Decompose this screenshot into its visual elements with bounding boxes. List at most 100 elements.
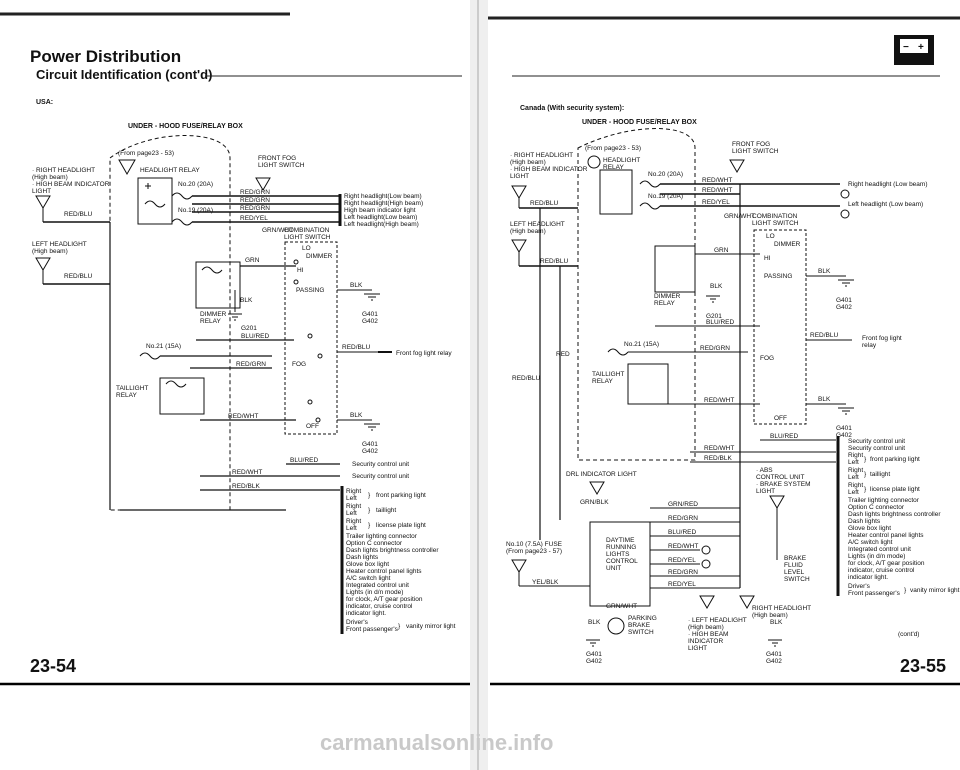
svg-text:indicator, cruise control: indicator, cruise control bbox=[848, 567, 915, 574]
wire-label-red-yel-ca: RED/YEL bbox=[702, 199, 730, 206]
security-2-usa: Security control unit bbox=[352, 473, 409, 480]
svg-text:Right: Right bbox=[346, 518, 361, 525]
fuse-20-symbol-usa bbox=[171, 192, 193, 200]
svg-text:front parking light: front parking light bbox=[870, 456, 920, 463]
left-low-beam-lamp-ca bbox=[840, 209, 850, 219]
off-label-usa: OFF bbox=[306, 423, 319, 430]
svg-text:Dash lights brightness control: Dash lights brightness controller bbox=[848, 511, 941, 518]
wire-label-blk-3: BLK bbox=[350, 412, 363, 419]
svg-text:}: } bbox=[398, 623, 401, 630]
wire-label-red-wht-ca-5: RED/WHT bbox=[668, 543, 698, 550]
svg-text:Left headlight(Low beam): Left headlight(Low beam) bbox=[344, 214, 417, 221]
fuse-21-label-usa: No.21 (15A) bbox=[146, 343, 181, 350]
svg-text:}: } bbox=[368, 492, 371, 499]
svg-text:−: − bbox=[903, 42, 909, 53]
ground-symbol-g401b-usa bbox=[364, 423, 380, 431]
svg-text:Dash lights brightness control: Dash lights brightness controller bbox=[346, 547, 439, 554]
relay-box-usa bbox=[137, 177, 173, 225]
svg-text:Dash lights: Dash lights bbox=[848, 518, 881, 525]
right-low-beam-lamp-ca bbox=[840, 189, 850, 199]
svg-text:front parking light: front parking light bbox=[376, 492, 426, 499]
taillight-relay-box-usa bbox=[159, 377, 205, 415]
combination-switch-box-usa bbox=[284, 241, 338, 435]
region-usa: USA: bbox=[36, 99, 53, 106]
wire-label-red-blu-ca-3: RED/BLU bbox=[512, 375, 540, 382]
fog-label-usa: FOG bbox=[292, 361, 306, 368]
wire-label-red-blu-fog: RED/BLU bbox=[342, 344, 370, 351]
wire-label-red-grn-ca-3: RED/GRN bbox=[668, 569, 698, 576]
right-headlight-hb-label-ca: RIGHT HEADLIGHT(High beam) bbox=[752, 605, 811, 619]
svg-text:Right: Right bbox=[848, 452, 863, 459]
wire-label-grn-red: GRN/RED bbox=[668, 501, 698, 508]
fuse-box-outline-usa bbox=[109, 135, 231, 511]
wire-label-blu-red-ca: BLU/RED bbox=[706, 319, 734, 326]
passing-label-usa: PASSING bbox=[296, 287, 324, 294]
wire-label-blu-red: BLU/RED bbox=[241, 333, 269, 340]
wire-label-grn: GRN bbox=[245, 257, 260, 264]
svg-text:Left: Left bbox=[346, 510, 357, 517]
load-top-ca-0: Right headlight (Low beam) bbox=[848, 181, 928, 188]
svg-text:Right: Right bbox=[346, 503, 361, 510]
svg-text:Left: Left bbox=[346, 525, 357, 532]
load-list-bottom-usa: Right Left } front parking light Right L… bbox=[346, 488, 456, 633]
battery-icon: − + bbox=[894, 35, 934, 65]
svg-text:Left: Left bbox=[346, 495, 357, 502]
wire-label-grn-ca: GRN bbox=[714, 247, 729, 254]
wire-label-red-blu-ca-2: RED/BLU bbox=[540, 258, 568, 265]
fuse-19-symbol-usa bbox=[171, 218, 193, 226]
svg-text:indicator, cruise control: indicator, cruise control bbox=[346, 603, 413, 610]
from-page-usa: (From page23 - 53) bbox=[118, 150, 174, 157]
svg-text:Security control unit: Security control unit bbox=[848, 438, 905, 445]
lo-label-ca: LO bbox=[766, 233, 775, 240]
watermark: carmanualsonline.info bbox=[320, 730, 554, 755]
fuse-19-label-ca: No.19 (20A) bbox=[648, 193, 683, 200]
wire-label-red-wht-ca-2: RED/WHT bbox=[702, 187, 732, 194]
fog-relay-label-usa: Front fog light relay bbox=[396, 350, 452, 357]
svg-text:Left: Left bbox=[848, 474, 859, 481]
svg-text:Integrated control unit: Integrated control unit bbox=[848, 546, 911, 553]
svg-text:Left: Left bbox=[848, 489, 859, 496]
ground-symbol-g401-usa bbox=[364, 293, 380, 301]
svg-text:Option C connector: Option C connector bbox=[346, 540, 403, 547]
svg-text:vanity mirror light: vanity mirror light bbox=[910, 587, 960, 594]
svg-text:vanity mirror light: vanity mirror light bbox=[406, 623, 456, 630]
load-top-ca-1: Left headlight (Low beam) bbox=[848, 201, 923, 208]
svg-text:A/C switch light: A/C switch light bbox=[848, 539, 893, 546]
wire-label-red-grn-tail: RED/GRN bbox=[236, 361, 266, 368]
wire-label-red-blu-fog-ca: RED/BLU bbox=[810, 332, 838, 339]
svg-text:+: + bbox=[918, 42, 924, 53]
headlight-relay-symbol-ca bbox=[587, 155, 601, 169]
svg-text:indicator light.: indicator light. bbox=[848, 574, 888, 581]
hi-label-ca: HI bbox=[764, 255, 771, 262]
wire-label-blk-ca-2: BLK bbox=[818, 268, 831, 275]
lamp-symbol-left-hb-usa bbox=[35, 257, 51, 271]
canada-title: Canada (With security system): bbox=[520, 105, 624, 112]
wire-label-red-yel-ca-3: RED/YEL bbox=[668, 581, 696, 588]
svg-text:Heater control panel lights: Heater control panel lights bbox=[848, 532, 924, 539]
security-1-usa: Security control unit bbox=[352, 461, 409, 468]
svg-text:Right: Right bbox=[346, 488, 361, 495]
wire-label-red-wht-ca-4: RED/WHT bbox=[704, 445, 734, 452]
page-number-left: 23-54 bbox=[30, 656, 76, 676]
fuse-box-outline-ca bbox=[577, 128, 696, 461]
svg-text:}: } bbox=[864, 471, 867, 478]
svg-text:Right: Right bbox=[848, 482, 863, 489]
svg-text:for clock, A/T gear position: for clock, A/T gear position bbox=[848, 560, 925, 567]
wire-label-blk-2: BLK bbox=[350, 282, 363, 289]
svg-text:A/C switch light: A/C switch light bbox=[346, 575, 391, 582]
wire-label-red-blu-2: RED/BLU bbox=[64, 273, 92, 280]
fuse-10-label-ca: No.10 (7.5A) FUSE(From page23 - 57) bbox=[506, 541, 563, 555]
dimmer-label-usa: DIMMER bbox=[306, 253, 333, 260]
fog-switch-symbol-usa bbox=[255, 177, 271, 191]
svg-text:Front passenger's: Front passenger's bbox=[346, 626, 399, 633]
